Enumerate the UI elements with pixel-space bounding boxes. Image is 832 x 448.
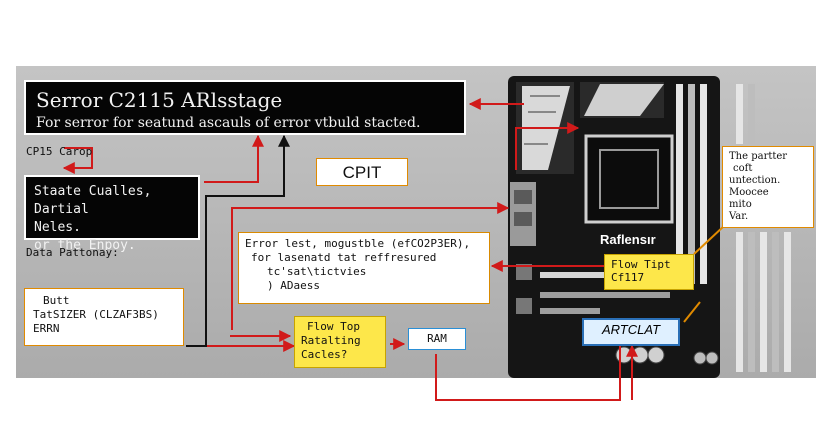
side-line: untection. [729,175,781,186]
error-line: Error lest, mogustble (efCO2P3ER), [245,237,471,250]
arrow-black-connector [186,134,290,347]
side-line: coft [733,163,753,174]
flow-tip-line: Flow Tipt [611,258,671,271]
title-subtitle: For serror for seatund ascauls of error … [36,115,421,131]
side-line: Var. [729,211,749,222]
side-line: Moocee [729,187,769,198]
ram-box: RAM [408,328,466,350]
ram-slot-5 [748,84,755,144]
error-line: tc'sat\tictvies [267,265,367,278]
state-line: Staate Cualles, Dartial [34,184,152,217]
flow-top-line: Flow Top [307,320,360,333]
capacitor-3 [647,346,665,364]
flow-top-box: Flow Top Ratalting Cacles? [294,316,386,368]
ram-slot-3 [700,84,707,284]
board-brand-label: Raflensır [600,232,656,247]
title-box: Serror C2115 ARlsstage For serror for se… [24,80,466,135]
cpu-group-label: CP15 Carop [26,145,93,158]
flow-tip-box: Flow Tipt Cf117 [604,254,694,290]
arrow-cpu-label [62,147,93,174]
flow-top-line: Ratalting [301,334,361,347]
side-line: The partter [729,151,788,162]
state-line: or the Enpoy. [34,238,136,253]
butt-line: TatSIZER (CLZAF3BS) [33,308,159,321]
butt-line: ERRN [33,322,60,335]
butt-line: Butt [43,294,70,307]
cpit-box: CPIT [316,158,408,186]
title-heading: Serror C2115 ARlsstage [36,88,283,112]
butt-box: Butt TatSIZER (CLZAF3BS) ERRN [24,288,184,346]
error-box: Error lest, mogustble (efCO2P3ER), for l… [238,232,490,304]
arrow-to-io [231,202,510,330]
arrow-state-to-title [204,134,264,183]
error-line: for lasenatd tat reffresured [251,251,437,264]
side-note-box: The partter coft untection. Moocee mito … [722,146,814,228]
arrow-to-heatsink [515,122,580,170]
state-box: Staate Cualles, Dartial Neles. or the En… [24,175,200,253]
pcie-slot-2 [540,292,670,298]
ram-slot-4 [736,84,743,144]
error-line: ) ADaess [267,279,320,292]
flow-tip-line: Cf117 [611,271,645,284]
ram-slot-1 [676,84,683,284]
data-pattonay-label: Data Pattonay: [26,246,119,259]
state-line: Neles. [34,220,81,235]
artclat-box: ARTCLAT [582,318,680,346]
arrow-flowtip-to-side [693,225,725,255]
side-line: mito [729,199,752,210]
ram-slot-2 [688,84,695,284]
flow-top-line: Cacles? [301,348,348,361]
arrow-ram-to-artclat [435,346,621,401]
